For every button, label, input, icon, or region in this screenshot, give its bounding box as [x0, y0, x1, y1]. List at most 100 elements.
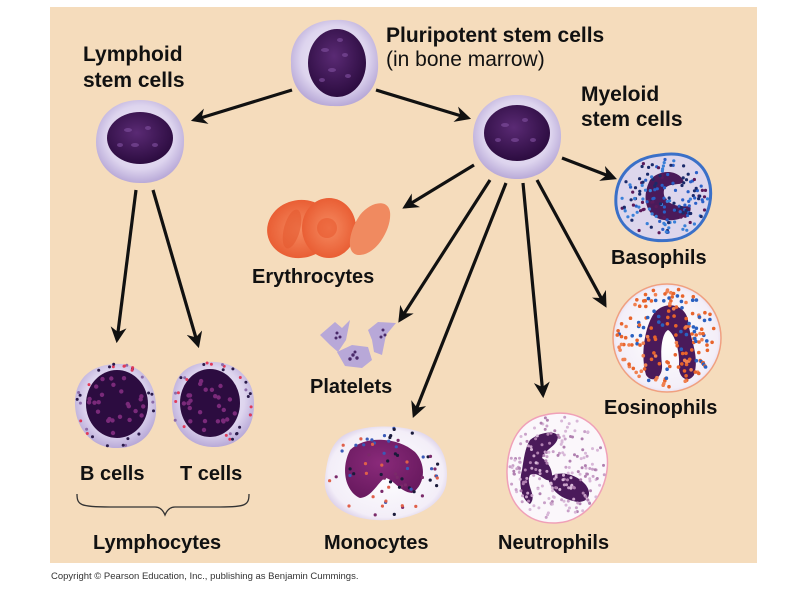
granule — [710, 340, 714, 345]
granule — [388, 480, 393, 484]
granule — [534, 461, 538, 465]
granule — [674, 305, 679, 309]
granule — [569, 486, 573, 490]
granule — [537, 506, 541, 510]
granule — [563, 415, 567, 419]
granule — [699, 214, 703, 219]
granule — [79, 419, 83, 423]
granule — [573, 510, 577, 514]
granule — [637, 323, 642, 327]
granule — [523, 468, 527, 472]
granule — [649, 326, 653, 330]
granule — [570, 483, 574, 487]
granule — [628, 183, 632, 187]
granule — [139, 394, 144, 399]
granule — [94, 384, 99, 389]
granule — [403, 483, 407, 487]
granule — [532, 504, 536, 508]
granule — [684, 351, 688, 356]
granule — [651, 288, 656, 293]
granule — [246, 395, 250, 398]
granule — [111, 365, 115, 369]
granule — [661, 167, 665, 171]
granule — [642, 367, 647, 371]
granule — [688, 220, 692, 225]
granule — [352, 472, 356, 476]
granule — [228, 432, 232, 436]
granule — [392, 427, 396, 431]
granule — [646, 378, 651, 383]
granule — [694, 186, 698, 190]
granule — [216, 403, 222, 409]
granule — [538, 477, 542, 481]
granule — [673, 353, 678, 357]
granule — [583, 464, 587, 468]
granule — [630, 334, 634, 338]
granule — [362, 443, 366, 447]
granule — [672, 208, 677, 212]
granule — [543, 416, 547, 420]
granule — [673, 220, 677, 224]
granule — [691, 194, 695, 198]
granule — [544, 459, 548, 463]
granule — [662, 186, 667, 190]
granule — [174, 391, 177, 395]
granule — [633, 186, 638, 190]
myeloid-label-line1: Myeloid — [581, 83, 659, 106]
granule — [244, 380, 248, 384]
lymphocytes-label: Lymphocytes — [93, 532, 221, 554]
granule — [412, 490, 416, 494]
granule — [420, 475, 424, 480]
granule — [662, 221, 666, 225]
granule — [140, 375, 144, 379]
granule — [370, 438, 374, 442]
granule — [560, 419, 564, 423]
granule — [580, 466, 584, 470]
granule — [651, 197, 655, 201]
granule — [684, 316, 688, 321]
granule — [573, 453, 576, 457]
arrow-pluripotent-to-myeloid — [375, 88, 472, 122]
granule — [671, 307, 676, 311]
granule — [112, 362, 116, 366]
granule — [380, 463, 384, 467]
granule — [684, 300, 688, 305]
granule — [538, 472, 542, 476]
granule — [213, 394, 218, 399]
granule — [558, 488, 562, 491]
granule — [97, 368, 101, 372]
granule — [665, 288, 670, 292]
granule — [221, 363, 224, 367]
granule — [174, 400, 178, 403]
granule — [536, 451, 540, 455]
granule — [701, 331, 705, 336]
granule — [686, 190, 690, 194]
granule — [536, 487, 540, 491]
granule — [221, 368, 225, 372]
granule — [705, 348, 710, 353]
granule — [525, 476, 529, 480]
neutrophil-granules — [508, 415, 606, 519]
granule — [650, 212, 654, 216]
granule — [635, 210, 639, 214]
granule — [640, 200, 645, 204]
granule — [627, 362, 631, 367]
granule — [694, 326, 699, 331]
granule — [637, 374, 641, 379]
granule — [697, 340, 701, 344]
granule — [382, 476, 386, 480]
pluripotent-label-line1: Pluripotent stem cells — [386, 24, 604, 47]
granule — [666, 315, 670, 320]
b-cells-label: B cells — [80, 463, 144, 485]
granule — [549, 501, 553, 505]
granule — [518, 477, 522, 481]
granule — [588, 501, 592, 505]
granule — [556, 433, 560, 437]
granule — [426, 455, 430, 459]
granule — [623, 209, 627, 213]
granule — [121, 443, 125, 447]
granule — [591, 467, 594, 471]
granule — [702, 318, 707, 323]
granule — [666, 309, 671, 313]
granule — [654, 181, 658, 185]
